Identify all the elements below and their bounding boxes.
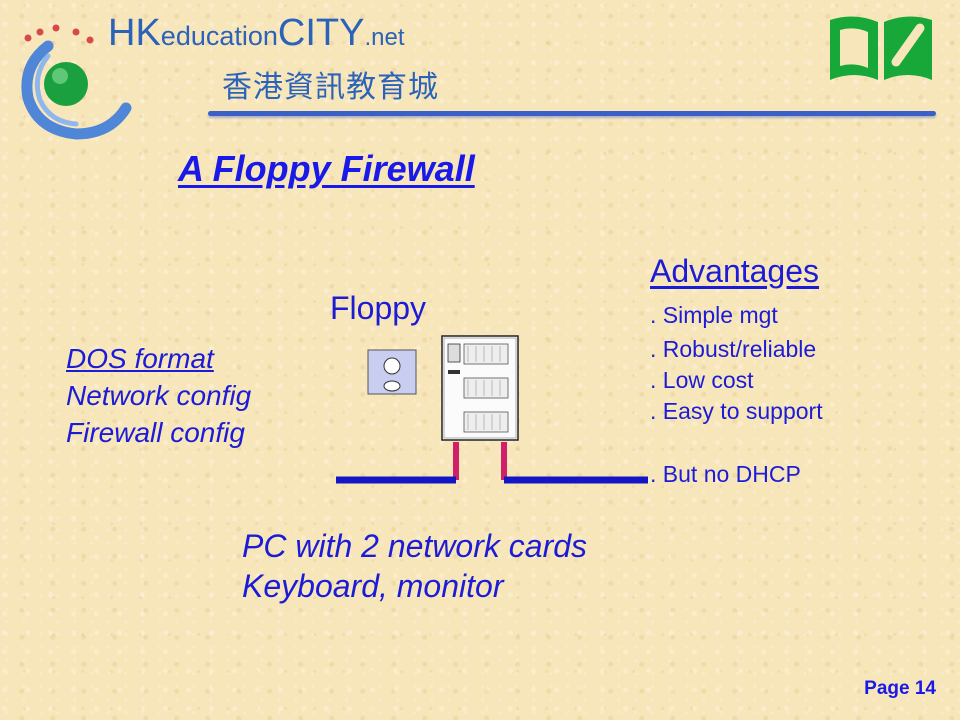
pc-line-network-cards: PC with 2 network cards bbox=[242, 528, 588, 564]
logo-chinese-name: 香港資訊教育城 bbox=[222, 70, 439, 105]
floppy-contents-list: DOS format Network config Firewall confi… bbox=[66, 340, 251, 451]
advantage-simple-mgt: . Simple mgt bbox=[650, 302, 778, 328]
floppy-label: Floppy bbox=[330, 290, 427, 326]
page-title: A Floppy Firewall bbox=[178, 148, 475, 189]
open-book-icon bbox=[830, 16, 932, 81]
list-item-network-config: Network config bbox=[66, 380, 252, 411]
logo-wordmark: HKeducationCITY.net bbox=[108, 12, 405, 54]
firewall-diagram bbox=[336, 335, 648, 484]
advantage-robust: . Robust/reliable bbox=[650, 336, 817, 362]
pc-tower-icon bbox=[441, 335, 519, 441]
page-number: Page 14 bbox=[864, 678, 936, 699]
hkedcity-logo-icon bbox=[21, 24, 132, 140]
list-item-dos-format: DOS format bbox=[66, 343, 214, 374]
pc-line-keyboard-monitor: Keyboard, monitor bbox=[242, 568, 504, 604]
advantage-easy-support: . Easy to support bbox=[650, 398, 823, 424]
advantages-title: Advantages bbox=[650, 253, 820, 289]
header-divider bbox=[208, 111, 936, 116]
advantage-low-cost: . Low cost bbox=[650, 367, 754, 393]
pc-description: PC with 2 network cards Keyboard, monito… bbox=[242, 526, 587, 606]
limitation-no-dhcp: . But no DHCP bbox=[650, 461, 801, 487]
floppy-disk-icon bbox=[367, 349, 417, 395]
list-item-firewall-config: Firewall config bbox=[66, 417, 245, 448]
